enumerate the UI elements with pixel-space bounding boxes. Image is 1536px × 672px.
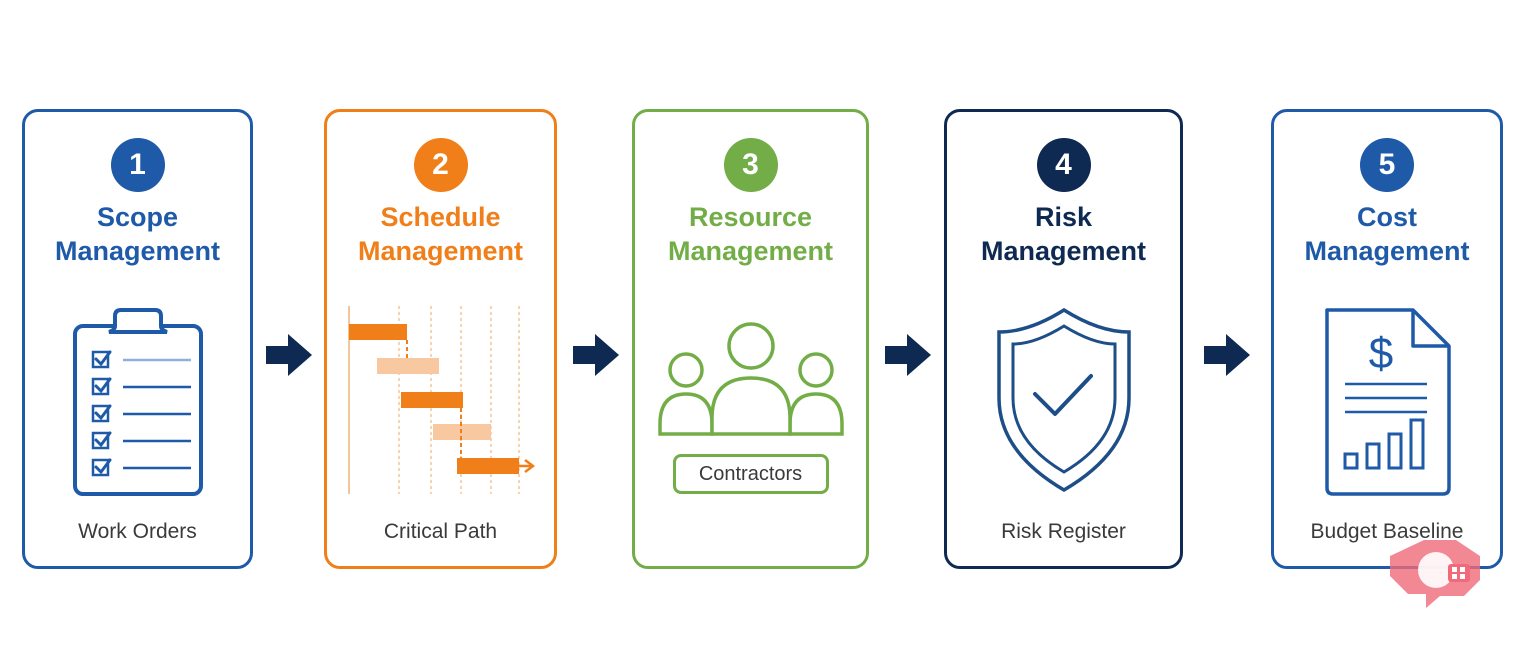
step-title: Risk Management (947, 200, 1180, 268)
gantt-chart-icon (347, 306, 535, 494)
step-number-badge: 4 (1036, 138, 1091, 192)
step-card-cost: 5 Cost Management $ Budget Baseline (1271, 109, 1503, 569)
step-title-line2: Management (980, 236, 1147, 266)
step-number-badge: 2 (413, 138, 468, 192)
step-number: 1 (129, 148, 146, 181)
shield-check-icon (996, 307, 1131, 493)
step-title-line2: Management (667, 236, 834, 266)
step-title: Scope Management (25, 200, 250, 268)
step-title-line2: Management (357, 236, 524, 266)
step-caption: Work Orders (78, 520, 197, 543)
step-title-line2: Management (1304, 236, 1470, 266)
arrow-right-icon (266, 334, 312, 376)
svg-text:$: $ (1369, 329, 1393, 378)
budget-document-icon: $ (1325, 308, 1451, 496)
contractors-tag: Contractors (672, 454, 829, 494)
step-number-badge: 3 (723, 138, 778, 192)
step-title-line1: Resource (688, 202, 813, 232)
step-number: 3 (742, 148, 759, 181)
step-card-scope: 1 Scope Management (22, 109, 253, 569)
step-card-resource: 3 Resource Management Contractors (632, 109, 869, 569)
step-caption: Contractors (698, 462, 803, 485)
arrow-right-icon (885, 334, 931, 376)
arrow-right-icon (1204, 334, 1250, 376)
step-number: 5 (1378, 148, 1396, 181)
step-number: 4 (1055, 148, 1072, 181)
step-title-line1: Schedule (380, 202, 501, 232)
step-caption: Budget Baseline (1310, 520, 1464, 543)
step-number: 2 (432, 148, 449, 181)
step-card-schedule: 2 Schedule Management (324, 109, 557, 569)
step-number-badge: 1 (110, 138, 165, 192)
step-number-badge: 5 (1360, 138, 1414, 192)
step-card-risk: 4 Risk Management Risk Register (944, 109, 1183, 569)
step-title: Cost Management (1274, 200, 1500, 268)
step-title-line1: Risk (1034, 202, 1093, 232)
people-group-icon (657, 322, 844, 436)
step-title-line1: Scope (96, 202, 179, 232)
step-title: Resource Management (635, 200, 866, 268)
step-caption: Critical Path (383, 520, 498, 543)
step-title-line2: Management (54, 236, 221, 266)
step-title: Schedule Management (327, 200, 554, 268)
watermark-logo-icon (1390, 540, 1480, 608)
step-title-line1: Cost (1357, 202, 1417, 232)
step-caption: Risk Register (1001, 520, 1126, 543)
arrow-right-icon (573, 334, 619, 376)
clipboard-checklist-icon (72, 308, 203, 496)
